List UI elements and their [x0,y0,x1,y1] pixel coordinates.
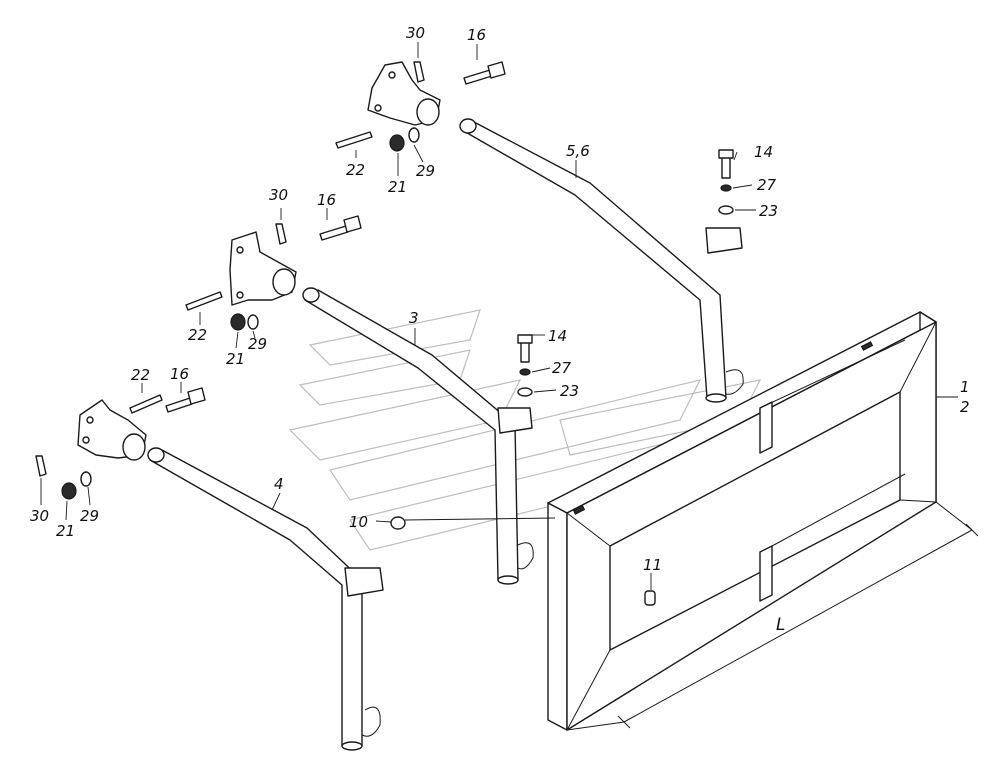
callout-23-back: 23 [759,202,778,220]
callout-27-back: 27 [757,176,777,194]
bracket-top [367,61,441,126]
bolt-16-middle [319,215,362,241]
callout-22-middle: 22 [188,326,207,344]
washer-23-back [718,205,734,215]
tube-part-3 [302,287,534,585]
bolt-14-back [718,149,734,179]
cotter-pin-30-top [413,61,425,83]
callout-11: 11 [643,556,662,574]
dimension-line-L [566,501,979,731]
callout-22-lower: 22 [131,366,150,384]
pin-22-lower [129,394,163,414]
washer-27-back [720,184,732,192]
washer-27-middle [519,368,531,376]
pin-22-top [335,131,373,149]
callout-14-back: 14 [754,143,773,161]
tube-part-4 [147,447,384,751]
callout-29-lower: 29 [80,507,99,525]
bumper-frame [547,311,937,731]
bolt-16-lower [165,387,206,413]
callout-30-middle: 30 [269,186,288,204]
callout-30-top: 30 [406,24,425,42]
nut-21-middle [230,313,246,331]
callout-21-top: 21 [388,178,407,196]
cotter-pin-30-lower [35,455,47,477]
bolt-16-top [463,61,506,85]
cotter-pin-30-middle [275,223,287,245]
callout-5-6: 5,6 [566,142,590,160]
callout-30-lower: 30 [30,507,49,525]
callout-16-lower: 16 [170,365,189,383]
bracket-lower [77,399,147,461]
washer-29-top [408,127,420,143]
plug-10 [390,516,406,530]
bracket-middle [229,231,297,306]
callout-27-middle: 27 [552,359,572,377]
callout-14-middle: 14 [548,327,567,345]
washer-29-lower [80,471,92,487]
callout-4: 4 [274,475,284,493]
pin-22-middle [185,291,223,311]
callout-2: 2 [960,398,970,416]
callout-1: 1 [960,378,970,396]
callout-3: 3 [409,309,419,327]
leader-lines [40,42,958,590]
nut-21-lower [61,482,77,500]
callout-16-middle: 16 [317,191,336,209]
washer-23-middle [517,387,533,397]
dimension-label-L: L [776,615,785,635]
callout-29-top: 29 [416,162,435,180]
callout-23-middle: 23 [560,382,579,400]
washer-29-middle [247,314,259,330]
callout-21-middle: 21 [226,350,245,368]
callout-22-top: 22 [346,161,365,179]
callout-10: 10 [349,513,368,531]
callout-16-top: 16 [467,26,486,44]
tube-part-5-6 [459,118,744,403]
bolt-14-middle [517,334,533,363]
callout-29-middle: 29 [248,335,267,353]
callout-21-lower: 21 [56,522,75,540]
nut-21-top [389,134,405,152]
part-11-pin [644,590,656,606]
